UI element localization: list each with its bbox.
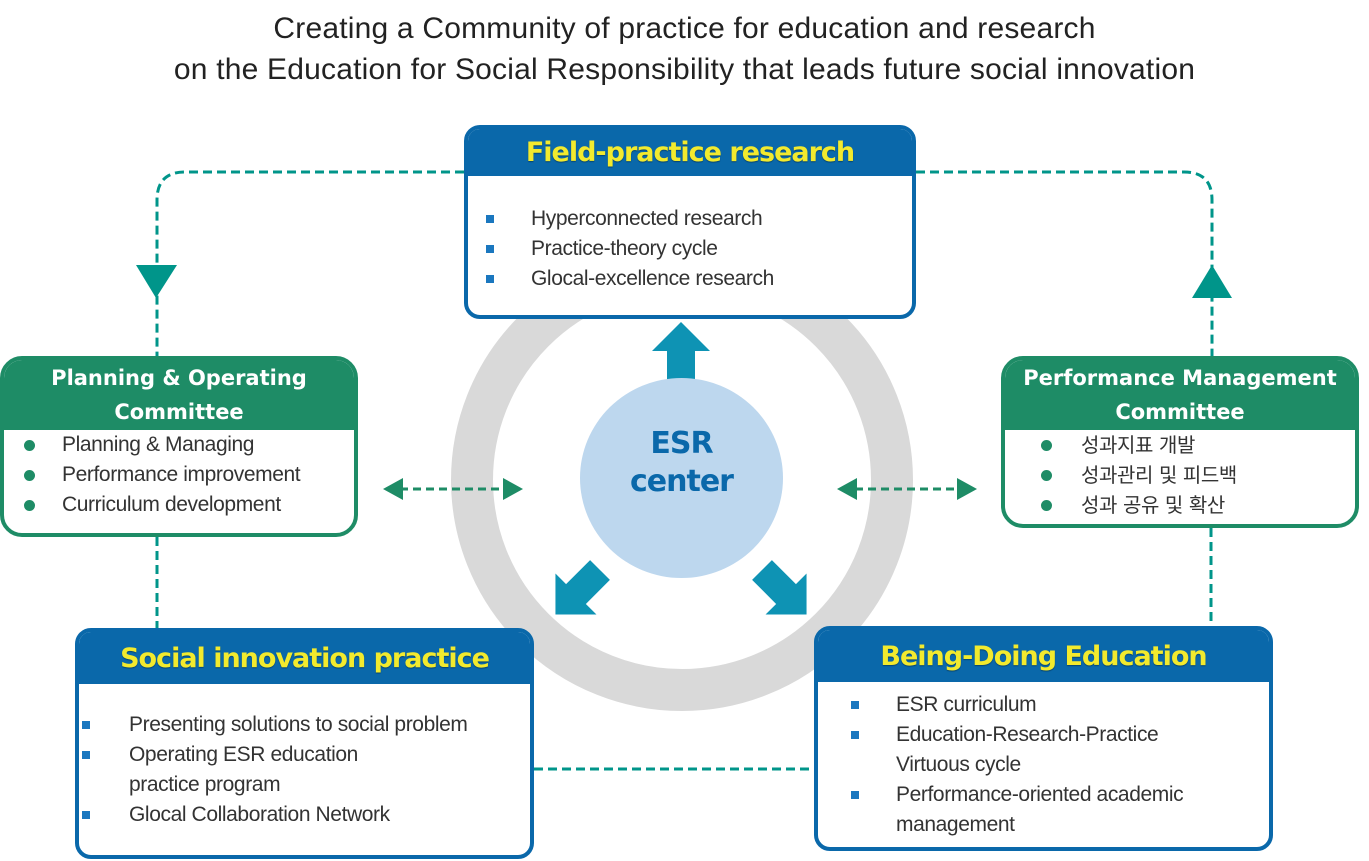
- planning-heading-line-2: Committee: [114, 400, 244, 424]
- being-doing-education-box: Being-Doing Education ESR curriculum Edu…: [814, 626, 1273, 851]
- performance-heading-line-1: Performance Management: [1023, 366, 1337, 390]
- performance-heading-line-2: Committee: [1115, 400, 1245, 424]
- list-item: 성과지표 개발: [1005, 430, 1355, 460]
- list-item: Planning & Managing: [4, 430, 354, 460]
- esr-center-line-1: ESR: [650, 426, 713, 461]
- list-item: 성과관리 및 피드백: [1005, 460, 1355, 490]
- connector-performance-to-field: [916, 170, 1214, 356]
- double-arrow-right-icon: [837, 478, 977, 500]
- list-item: Glocal Collaboration Network: [79, 800, 530, 830]
- list-item: 성과 공유 및 확산: [1005, 490, 1355, 520]
- title-line-1: Creating a Community of practice for edu…: [273, 12, 1096, 45]
- list-item: Curriculum development: [4, 490, 354, 520]
- double-arrow-left-icon: [383, 478, 523, 500]
- list-item: Glocal-excellence research: [468, 264, 912, 294]
- planning-heading: Planning & Operating Committee: [4, 360, 354, 430]
- title-line-2: on the Education for Social Responsibili…: [173, 53, 1196, 86]
- list-item-continuation: Virtuous cycle: [896, 753, 1021, 776]
- list-item: Hyperconnected research: [468, 204, 912, 234]
- list-item: ESR curriculum: [818, 690, 1269, 720]
- arrow-up-icon: [1192, 265, 1232, 298]
- planning-operating-committee-box: Planning & Operating Committee Planning …: [0, 356, 358, 537]
- arrow-down-right-to-being-icon: [752, 560, 807, 615]
- performance-list: 성과지표 개발 성과관리 및 피드백 성과 공유 및 확산: [1005, 430, 1355, 520]
- esr-center-circle: ESR center: [580, 378, 783, 578]
- planning-heading-line-1: Planning & Operating: [51, 366, 307, 390]
- list-item: Education-Research-Practice: [818, 720, 1269, 750]
- social-innovation-list: Presenting solutions to social problem O…: [79, 710, 530, 830]
- connector-field-to-planning: [155, 170, 464, 356]
- list-item-continuation: management: [896, 813, 1015, 836]
- arrow-down-icon: [136, 265, 177, 298]
- list-item: Performance improvement: [4, 460, 354, 490]
- list-item: Practice-theory cycle: [468, 234, 912, 264]
- field-practice-research-box: Field-practice research Hyperconnected r…: [464, 125, 916, 319]
- performance-heading: Performance Management Committee: [1005, 360, 1355, 430]
- social-innovation-practice-box: Social innovation practice Presenting so…: [75, 628, 534, 859]
- field-practice-heading: Field-practice research: [468, 129, 912, 176]
- field-practice-list: Hyperconnected research Practice-theory …: [468, 204, 912, 294]
- list-item-continuation: practice program: [129, 773, 281, 796]
- list-item: Performance-oriented academic: [818, 780, 1269, 810]
- arrow-up-to-field-icon: [652, 322, 710, 385]
- performance-management-committee-box: Performance Management Committee 성과지표 개발…: [1001, 356, 1359, 528]
- esr-center-line-2: center: [630, 464, 734, 499]
- planning-list: Planning & Managing Performance improvem…: [4, 430, 354, 520]
- list-item: Presenting solutions to social problem: [79, 710, 530, 740]
- being-doing-heading: Being-Doing Education: [818, 630, 1269, 682]
- social-innovation-heading: Social innovation practice: [79, 632, 530, 684]
- arrow-down-left-to-social-icon: [555, 560, 610, 615]
- being-doing-list: ESR curriculum Education-Research-Practi…: [818, 690, 1269, 840]
- list-item: Operating ESR education: [79, 740, 530, 770]
